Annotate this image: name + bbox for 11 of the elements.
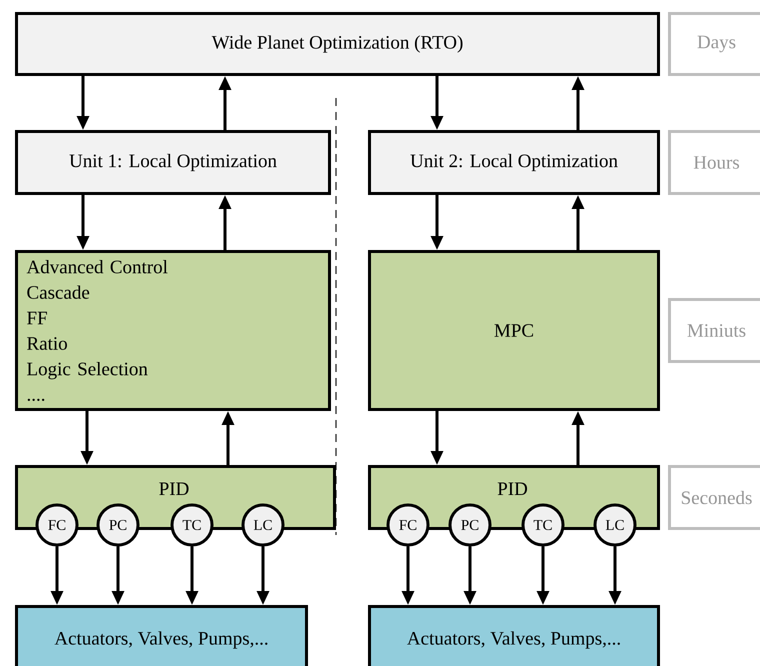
timescale-box: Hours bbox=[668, 130, 760, 195]
actuator-box: Actuators, Valves, Pumps,... bbox=[368, 605, 660, 666]
timescale-box: Miniuts bbox=[668, 298, 760, 363]
control-box: MPC bbox=[368, 250, 660, 411]
timescale-box: Days bbox=[668, 12, 760, 76]
control-box: Advanced Control Cascade FF Ratio Logic Selection .... bbox=[15, 250, 331, 411]
timescale-box: Seconeds bbox=[668, 465, 760, 530]
optimization-box: Unit 2: Local Optimization bbox=[368, 130, 660, 195]
optimization-box: Wide Planet Optimization (RTO) bbox=[15, 12, 660, 76]
optimization-box: Unit 1: Local Optimization bbox=[15, 130, 331, 195]
actuator-box: Actuators, Valves, Pumps,... bbox=[15, 605, 308, 666]
